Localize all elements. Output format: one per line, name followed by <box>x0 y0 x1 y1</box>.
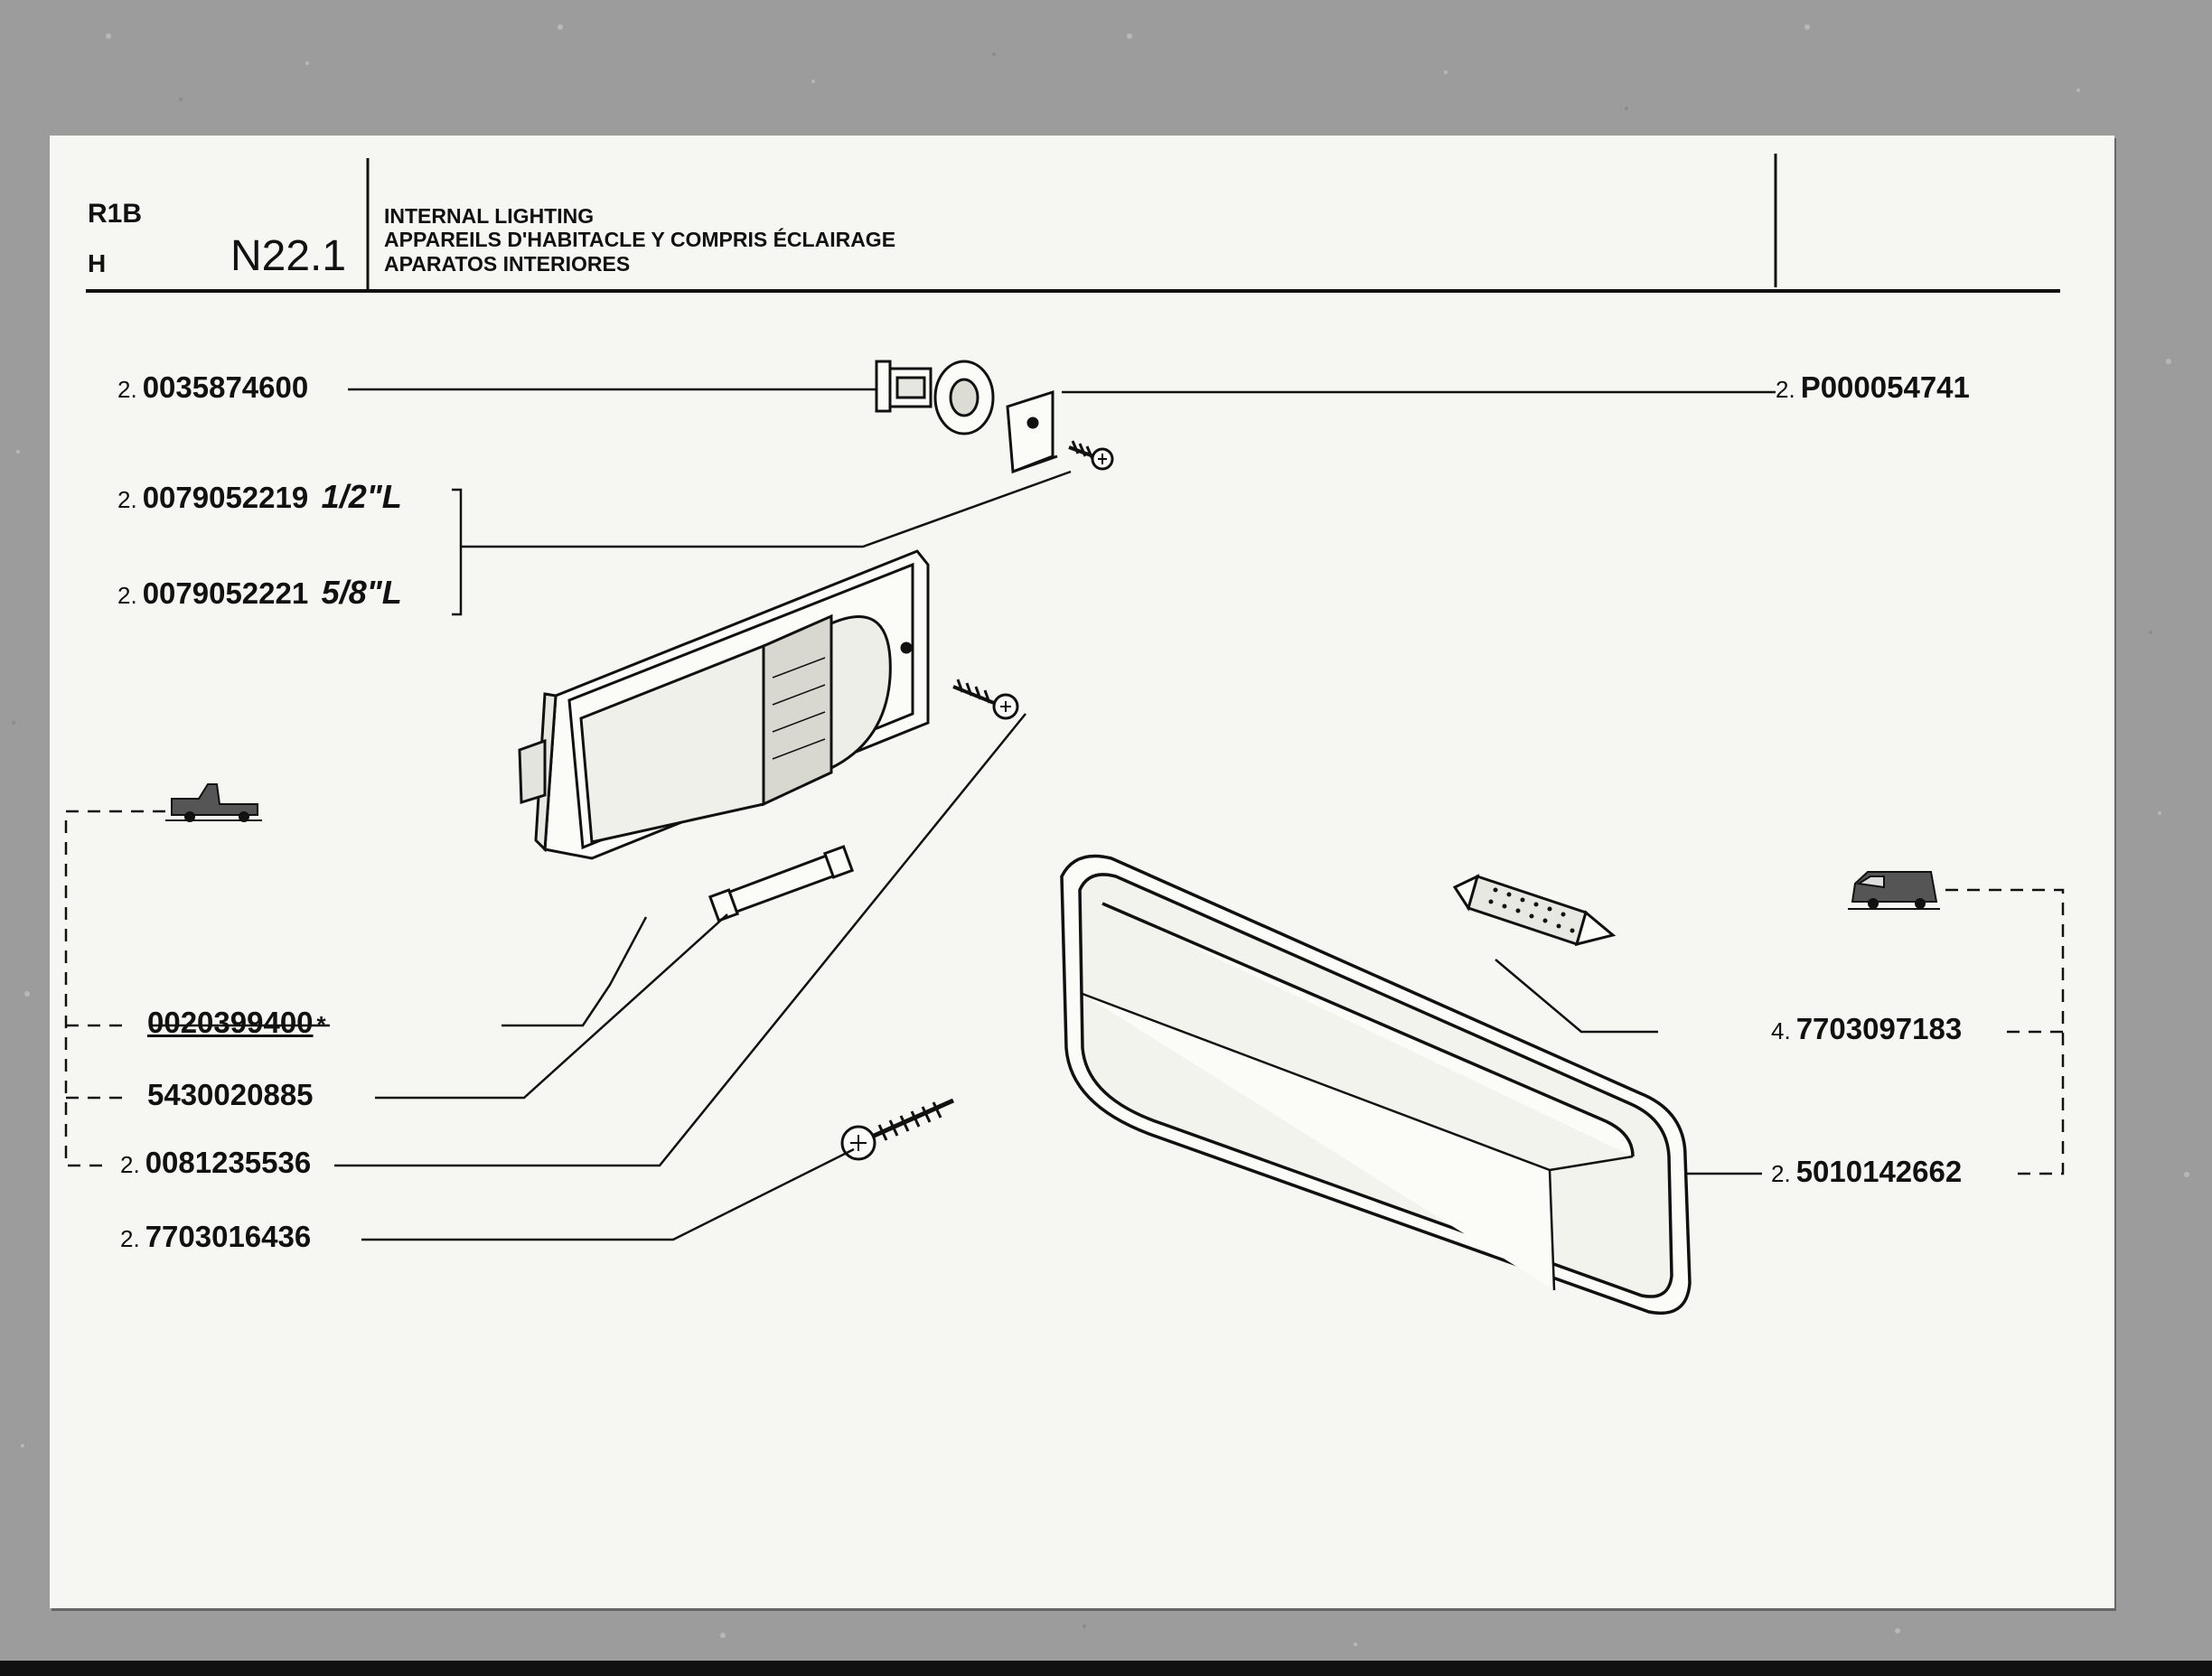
interior-lamp-unit-drawing <box>518 549 930 860</box>
parts-catalog-sheet: R1B H N22.1 INTERNAL LIGHTING APPAREILS … <box>50 136 2114 1608</box>
exploded-parts-diagram <box>64 154 2065 1315</box>
festoon-bulb-right-drawing <box>1452 874 1617 947</box>
part-callout: 5430020885 <box>147 1078 314 1111</box>
panel-van-icon <box>1848 871 1940 910</box>
part-callout: 2.0079052219 1/2"L <box>117 478 402 515</box>
large-lamp-lens-drawing <box>1060 854 1692 1315</box>
part-callout: 2.P000054741 <box>1776 370 1970 404</box>
title-spanish: APARATOS INTERIORES <box>384 252 631 276</box>
variant-code: H <box>88 249 107 277</box>
part-callout: 2.7703016436 <box>120 1220 312 1253</box>
leader-lines <box>149 388 1776 1241</box>
switch-assembly-drawing <box>875 360 1114 474</box>
large-screw-drawing <box>840 1098 955 1161</box>
pickup-truck-icon <box>165 783 262 822</box>
part-callout: 2.0081235536 <box>120 1146 312 1179</box>
part-callout: 2.0035874600 <box>117 370 309 404</box>
title-english: INTERNAL LIGHTING <box>384 204 595 228</box>
part-callout: 2.5010142662 <box>1771 1155 1963 1188</box>
header-frame <box>86 154 2060 293</box>
model-code: R1B <box>88 199 143 229</box>
part-callout: 2.0079052221 5/8"L <box>117 574 402 611</box>
dashed-brackets <box>64 810 2065 1175</box>
festoon-bulb-left-drawing <box>708 845 855 922</box>
plate-number: N22.1 <box>230 232 347 280</box>
small-screw-drawing <box>952 679 1019 720</box>
part-callout: 4.7703097183 <box>1771 1012 1963 1045</box>
scan-bottom-band <box>0 1661 2212 1676</box>
part-callout: 0020399400* <box>147 1006 326 1039</box>
title-french: APPAREILS D'HABITACLE Y COMPRIS ÉCLAIRAG… <box>384 228 896 251</box>
